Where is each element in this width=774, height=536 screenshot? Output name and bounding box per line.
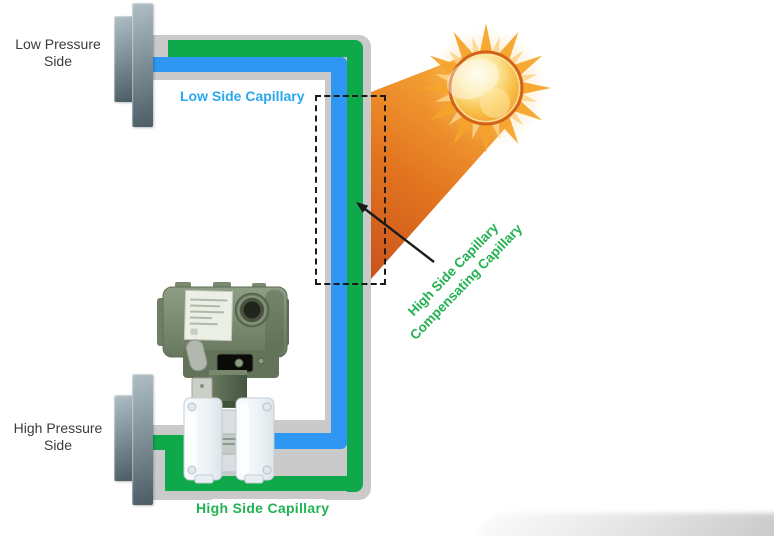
high-pressure-flange-front-plate [132,374,153,505]
transmitter-lower-body [183,339,279,408]
high-pressure-side-label-line2: Side [43,437,73,453]
sun-secondary-rays [434,36,538,140]
low-side-capillary-right [331,57,347,449]
compensating-capillary-right [347,40,363,492]
transmitter-nameplate [183,289,234,342]
low-pressure-flange-rear-plate [114,16,133,102]
capsule-assembly [183,397,275,484]
high-side-capillary-riser [165,435,187,490]
low-pressure-flange-front-plate [132,3,153,127]
low-side-capillary-transmitter-stub [262,433,331,449]
capillary-callout-line1: High Side Capillary [405,219,502,319]
conduit-port [234,292,270,328]
compensating-capillary-top [168,40,347,57]
dp-transmitter-graphic [157,282,289,484]
high-pressure-side-label-line1: High Pressure [13,420,103,436]
low-side-capillary-label: Low Side Capillary [180,88,305,104]
low-side-capillary-top [152,57,333,72]
sun-icon [421,23,551,153]
background-window-corner [476,513,774,536]
capillary-callout-label: High Side Capillary Compensating Capilla… [385,199,536,353]
heated-section-highlight-box [315,95,386,285]
sun-orb [448,50,524,126]
low-pressure-side-label: Low Pressure Side [4,36,112,70]
low-pressure-side-label-line2: Side [43,53,73,69]
high-pressure-flange-rear-plate [114,395,133,481]
sun-rays [421,23,551,153]
low-pressure-side-label-line1: Low Pressure [15,36,101,52]
high-side-capillary-label: High Side Capillary [196,500,330,516]
capillary-callout-line2: Compensating Capillary [407,221,526,343]
high-pressure-side-label: High Pressure Side [4,420,112,454]
